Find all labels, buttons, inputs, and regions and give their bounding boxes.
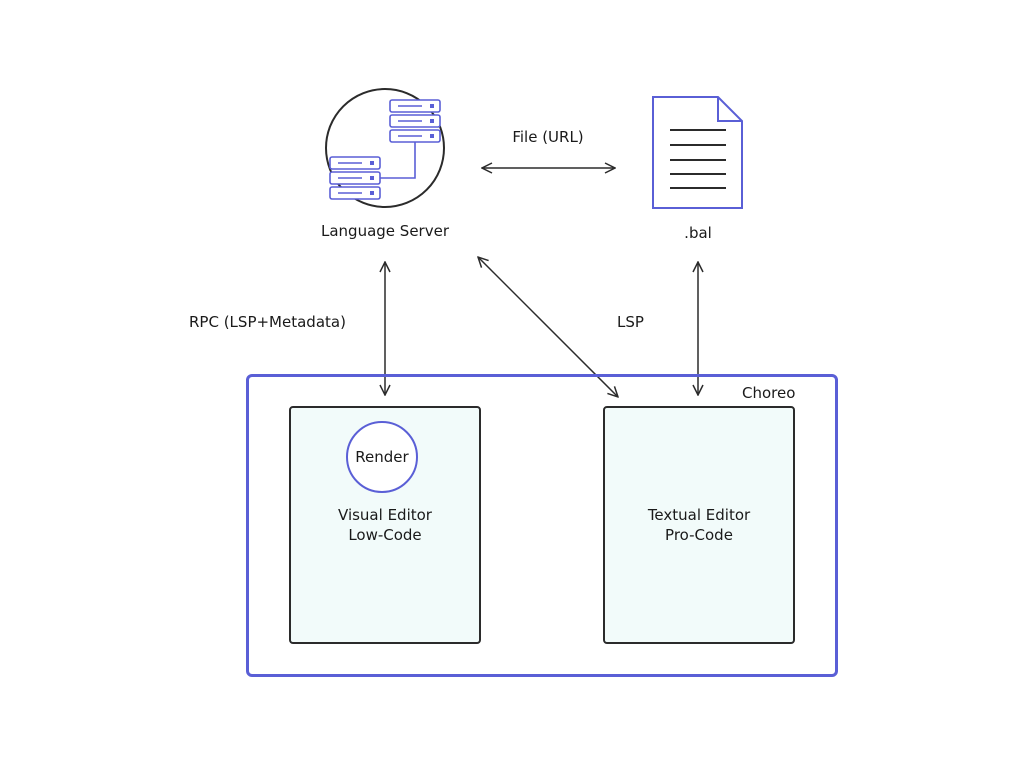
textual-editor-subtitle: Pro-Code [665, 526, 733, 544]
choreo-label: Choreo [742, 384, 796, 402]
lsp-arrow [478, 257, 618, 397]
textual-editor-title: Textual Editor [647, 506, 751, 524]
rpc-label: RPC (LSP+Metadata) [189, 313, 346, 331]
file-url-label: File (URL) [512, 128, 584, 146]
lsp-label: LSP [617, 313, 644, 331]
language-server-label: Language Server [321, 222, 449, 240]
render-label: Render [355, 448, 409, 466]
visual-editor-title: Visual Editor [338, 506, 432, 524]
document-icon [652, 96, 743, 209]
bal-file-label: .bal [684, 224, 712, 242]
render-badge: Render [346, 421, 418, 493]
visual-editor-subtitle: Low-Code [348, 526, 422, 544]
textual-editor-box [603, 406, 795, 644]
server-stack-icon [325, 88, 445, 208]
choreo-container [246, 374, 838, 677]
